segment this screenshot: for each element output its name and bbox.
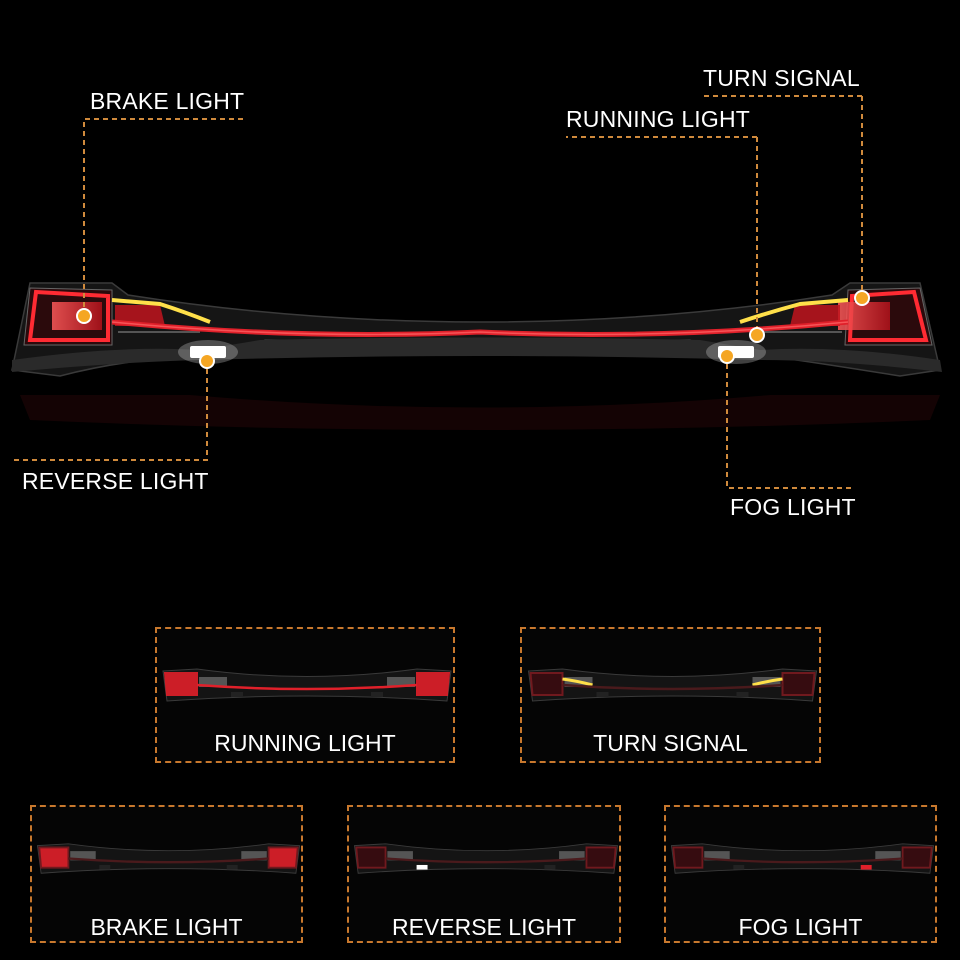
mode-panel-turn: TURN SIGNAL bbox=[520, 627, 821, 763]
assembly-body bbox=[11, 282, 941, 377]
running-light-callout: RUNNING LIGHT bbox=[566, 106, 751, 132]
brake-light-callout: BRAKE LIGHT bbox=[90, 88, 245, 114]
panel-label: BRAKE LIGHT bbox=[90, 914, 243, 940]
panel-label: REVERSE LIGHT bbox=[391, 914, 577, 940]
mini-assembly-reverse bbox=[353, 843, 619, 874]
mode-panel-reverse: REVERSE LIGHT bbox=[347, 805, 621, 943]
brake-dot bbox=[76, 308, 92, 324]
mini-assembly-turn bbox=[527, 668, 818, 702]
reverse-light-callout: REVERSE LIGHT bbox=[22, 468, 209, 494]
mini-assembly-running bbox=[162, 668, 452, 702]
turn-dot bbox=[854, 290, 870, 306]
panel-label: TURN SIGNAL bbox=[593, 730, 748, 756]
panel-label: RUNNING LIGHT bbox=[214, 730, 396, 756]
turn-signal-callout: TURN SIGNAL bbox=[703, 65, 860, 91]
mode-panel-brake: BRAKE LIGHT bbox=[30, 805, 303, 943]
reverse-dot bbox=[199, 353, 215, 369]
mode-panel-fog: FOG LIGHT bbox=[664, 805, 937, 943]
panel-label: FOG LIGHT bbox=[738, 914, 863, 940]
left-lamp bbox=[23, 287, 211, 346]
mini-assembly-fog bbox=[670, 843, 935, 874]
mini-assembly-brake bbox=[36, 843, 301, 874]
mode-panel-running: RUNNING LIGHT bbox=[155, 627, 455, 763]
assembly-reflection bbox=[20, 395, 940, 430]
fog-dot bbox=[719, 348, 735, 364]
fog-light-callout: FOG LIGHT bbox=[730, 494, 856, 520]
reverse-lamp bbox=[190, 346, 226, 358]
running-dot bbox=[749, 327, 765, 343]
callout-lines bbox=[14, 95, 863, 489]
callout-dots bbox=[76, 290, 870, 369]
